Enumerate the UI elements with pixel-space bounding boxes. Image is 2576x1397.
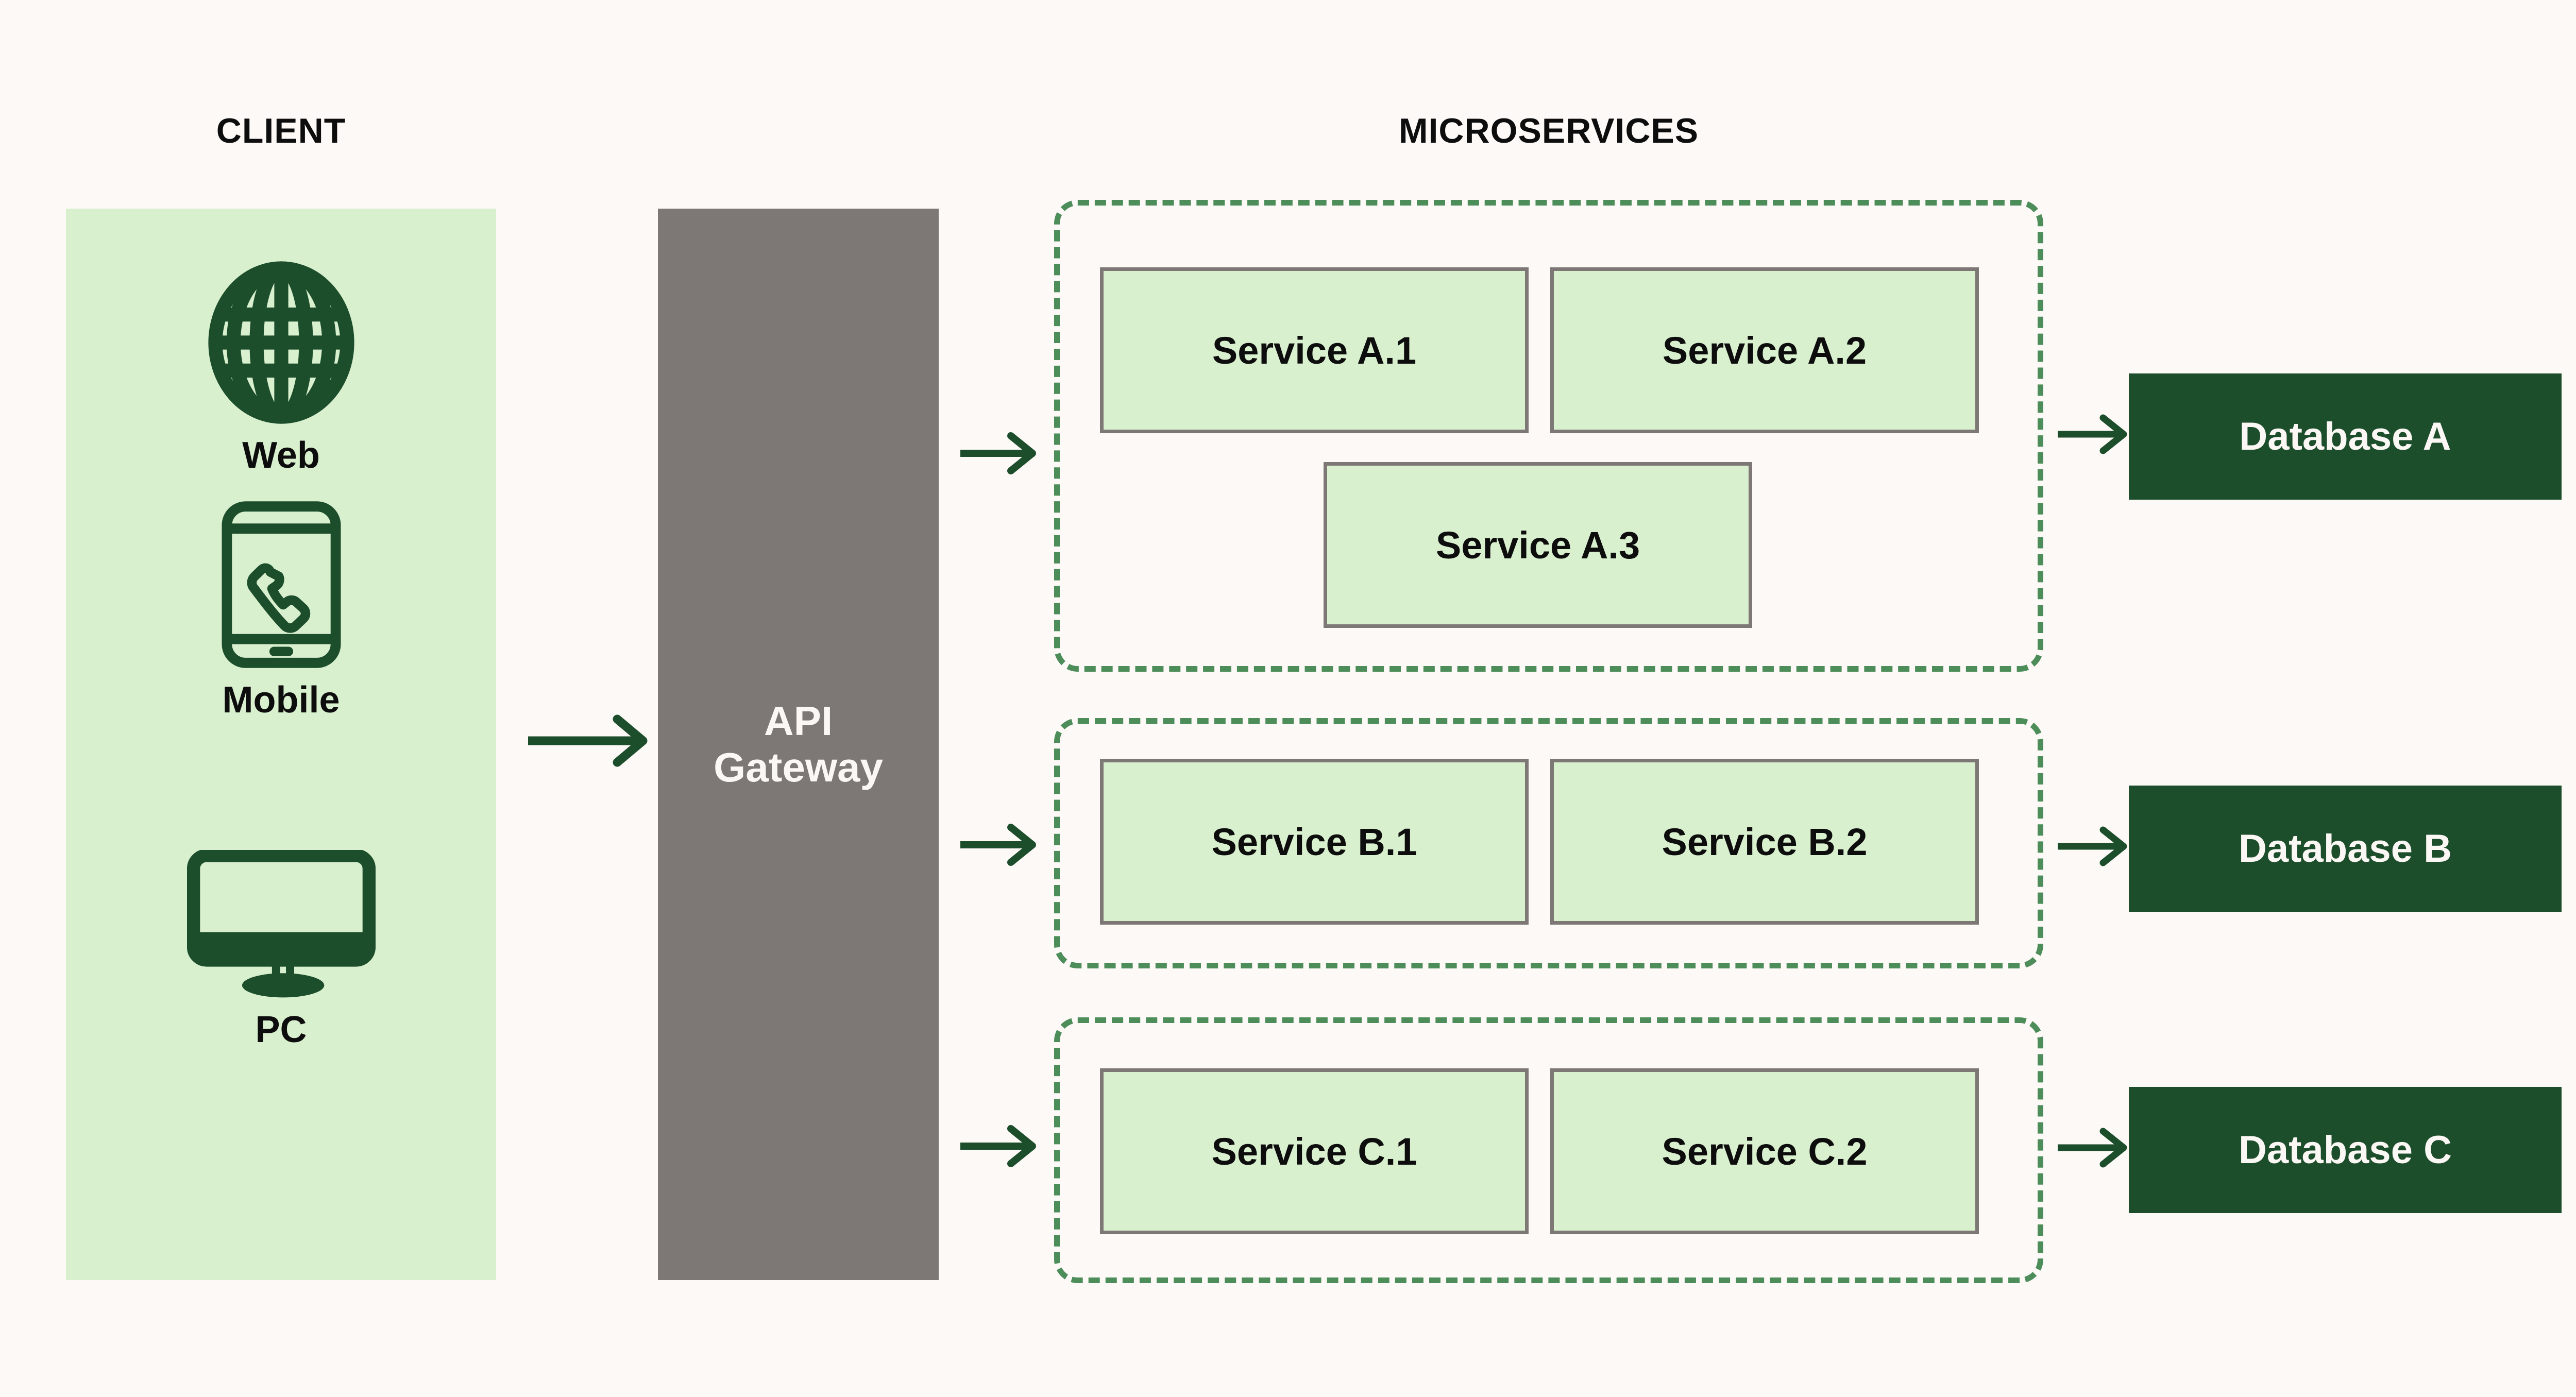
database-c-box[interactable]: Database C [2129,1087,2562,1213]
service-label-b2: Service B.2 [1662,820,1868,863]
database-c-label: Database C [2239,1128,2452,1172]
service-box-c1[interactable]: Service C.1 [1100,1068,1529,1234]
arrow-group-c-to-database-c [2057,1123,2131,1172]
desktop-monitor-icon [187,849,376,1002]
service-label-c1: Service C.1 [1211,1130,1417,1173]
arrow-group-b-to-database-b [2057,822,2131,871]
service-box-a2[interactable]: Service A.2 [1550,267,1979,433]
microservice-group-a: Service A.1 Service A.2 Service A.3 [1054,200,2043,672]
service-box-c2[interactable]: Service C.2 [1550,1068,1979,1234]
database-b-label: Database B [2239,827,2452,871]
service-label-b1: Service B.1 [1211,820,1417,863]
mobile-phone-icon [218,500,345,672]
client-item-label-web: Web [242,435,320,476]
service-box-b1[interactable]: Service B.1 [1100,759,1529,925]
arrow-gateway-to-group-b [959,819,1042,871]
arrow-client-to-gateway [526,710,654,772]
globe-icon [191,260,371,428]
service-label-c2: Service C.2 [1662,1130,1868,1173]
client-panel: Web Mobile [66,209,496,1280]
client-item-pc[interactable]: PC [66,849,496,1050]
api-gateway-label: API Gateway [713,698,884,790]
service-box-a3[interactable]: Service A.3 [1324,462,1752,628]
arrow-gateway-to-group-a [959,428,1042,479]
service-box-b2[interactable]: Service B.2 [1550,759,1979,925]
database-a-label: Database A [2239,415,2451,458]
database-b-box[interactable]: Database B [2129,786,2562,912]
service-box-a1[interactable]: Service A.1 [1100,267,1529,433]
service-label-a2: Service A.2 [1662,329,1867,372]
microservice-group-b: Service B.1 Service B.2 [1054,718,2043,968]
api-gateway-block[interactable]: API Gateway [658,209,939,1280]
arrow-gateway-to-group-c [959,1120,1042,1172]
service-label-a1: Service A.1 [1212,329,1417,372]
client-item-label-mobile: Mobile [222,679,340,721]
service-label-a3: Service A.3 [1435,523,1640,567]
client-item-label-pc: PC [255,1009,307,1050]
client-item-mobile[interactable]: Mobile [66,500,496,719]
microservices-heading: MICROSERVICES [1398,111,1699,150]
client-heading: CLIENT [216,111,346,150]
client-item-web[interactable]: Web [66,260,496,474]
arrow-group-a-to-database-a [2057,410,2131,459]
microservice-group-c: Service C.1 Service C.2 [1054,1017,2043,1283]
database-a-box[interactable]: Database A [2129,373,2562,500]
